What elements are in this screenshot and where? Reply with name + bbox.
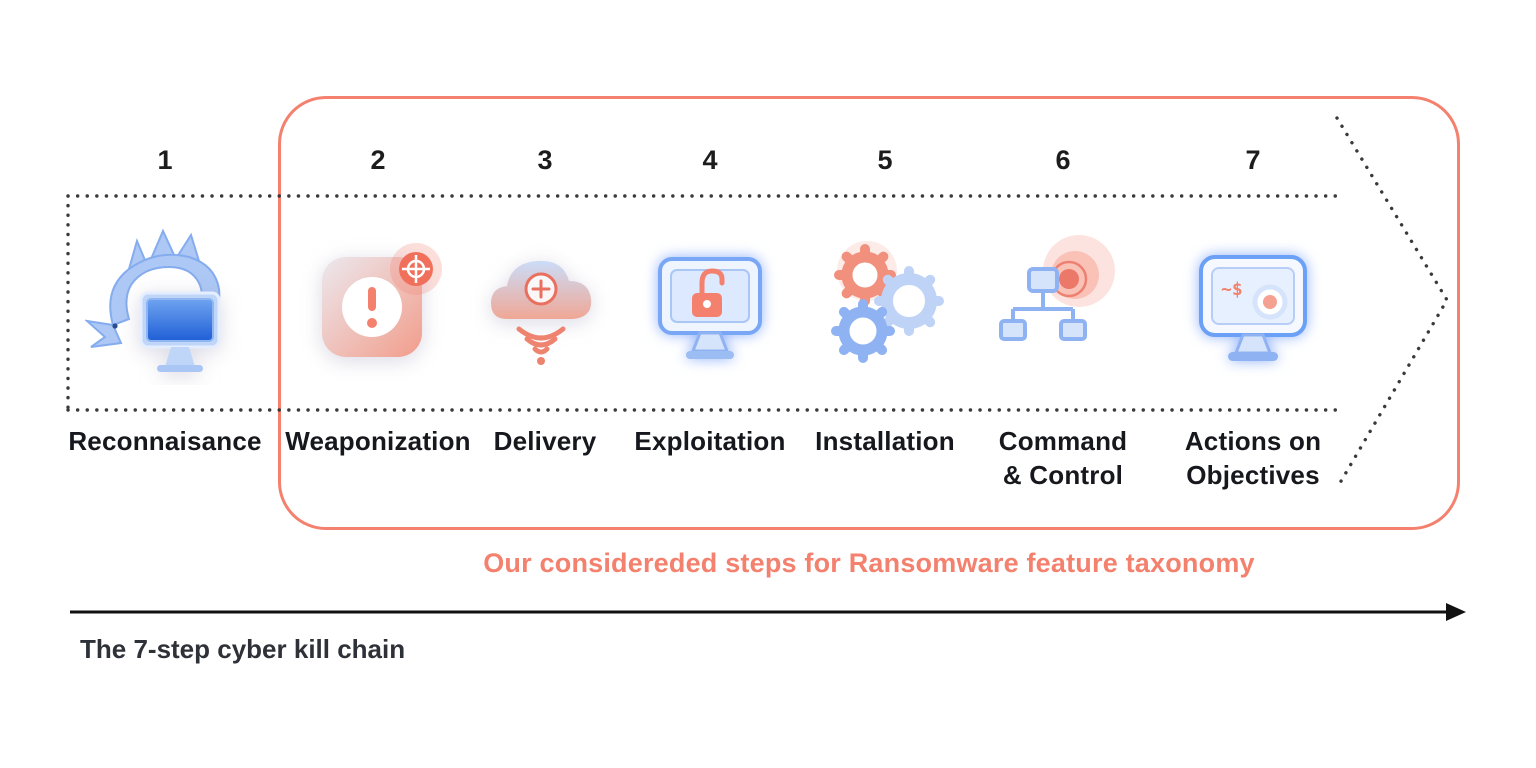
signal-waves	[516, 326, 566, 355]
kill-chain-step-actions-on-objectives: 7 ~$ Actions on Objectives	[1138, 140, 1368, 493]
step-label: Reconnaisance	[68, 426, 262, 456]
step-number: 5	[877, 145, 893, 175]
step-label: Exploitation	[634, 426, 786, 456]
kill-chain-step-reconnaissance: 1	[50, 140, 280, 459]
step-label: Command & Control	[998, 426, 1128, 490]
step-number: 7	[1245, 145, 1261, 175]
step-number: 4	[702, 145, 718, 175]
monitor-unlocked-padlock-icon	[630, 225, 790, 385]
ransomware-taxonomy-caption: Our considereded steps for Ransomware fe…	[483, 548, 1255, 578]
gears-icon	[805, 225, 965, 385]
step-number: 6	[1055, 145, 1071, 175]
step-number: 1	[157, 145, 173, 175]
step-label: Weaponization	[285, 426, 471, 456]
ransom-terminal-monitor-icon: ~$	[1173, 225, 1333, 385]
dragon-monitor-icon	[85, 225, 245, 385]
terminal-prompt-text: ~$	[1221, 279, 1243, 300]
network-c2-radar-icon	[983, 225, 1143, 385]
step-number: 2	[370, 145, 386, 175]
arrowhead	[1446, 603, 1466, 621]
step-label: Delivery	[493, 426, 597, 456]
step-number: 3	[537, 145, 553, 175]
step-label: Actions on Objectives	[1184, 426, 1322, 490]
step-label: Installation	[815, 426, 955, 456]
kill-chain-title: The 7-step cyber kill chain	[80, 634, 406, 664]
